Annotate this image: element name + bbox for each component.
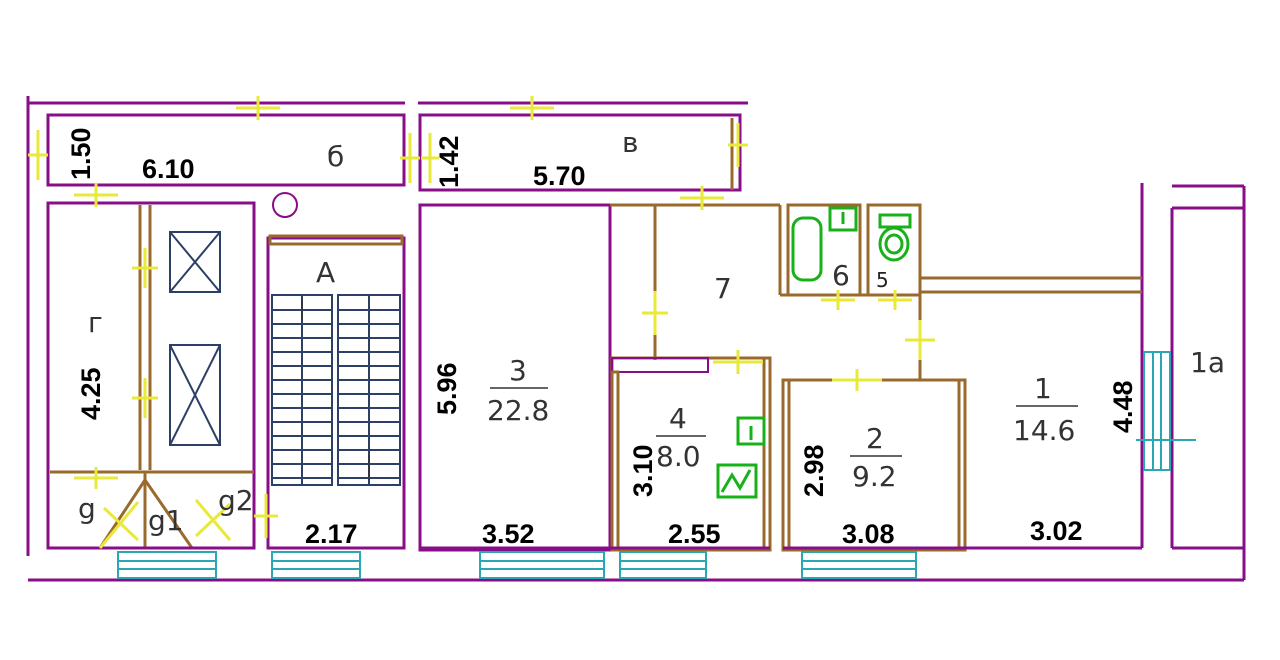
label-room-g: г <box>88 306 103 339</box>
dim-142: 1.42 <box>434 135 464 188</box>
label-room-1-area: 14.6 <box>1013 414 1075 447</box>
toilet-icon <box>878 226 910 262</box>
room-1 <box>965 206 1244 550</box>
dim-308: 3.08 <box>842 519 895 549</box>
shaft-circle <box>272 192 298 218</box>
label-room-4-area: 8.0 <box>656 440 701 473</box>
stair-a <box>266 234 406 550</box>
dim-302: 3.02 <box>1030 516 1083 546</box>
door-swing <box>194 502 232 538</box>
label-room-2-number: 2 <box>866 422 884 455</box>
outer-walls <box>26 96 1246 582</box>
room-v-outline <box>418 113 742 192</box>
label-room-2-area: 9.2 <box>852 460 897 493</box>
dim-596: 5.96 <box>432 362 462 415</box>
label-room-b: б <box>327 140 344 173</box>
lift-1 <box>169 231 221 293</box>
label-room-3-number: 3 <box>509 354 527 387</box>
label-room-7: 7 <box>714 272 732 305</box>
dim-352: 3.52 <box>482 519 535 549</box>
room-v <box>418 113 742 192</box>
label-room-a: А <box>316 256 335 289</box>
door-swing <box>102 506 140 542</box>
room-b <box>46 113 406 218</box>
dim-310: 3.10 <box>628 444 658 497</box>
window <box>619 551 707 579</box>
dim-217: 2.17 <box>305 519 358 549</box>
sink-icon <box>828 206 858 232</box>
label-room-6: 6 <box>832 259 850 292</box>
dim-610: 6.10 <box>142 154 195 184</box>
toilet-tank-icon <box>878 213 912 229</box>
room-3-outline <box>418 203 612 552</box>
hall-7 <box>610 203 1142 380</box>
label-room-g2: g2 <box>218 484 254 517</box>
dim-255: 2.55 <box>668 519 721 549</box>
doors <box>28 96 935 549</box>
dim-425: 4.25 <box>76 367 106 420</box>
label-room-g-small: g <box>78 492 96 525</box>
lift-2 <box>169 344 221 446</box>
stove-icon <box>716 463 758 499</box>
label-room-1-number: 1 <box>1034 372 1052 405</box>
bath-6 <box>786 203 922 297</box>
dim-448: 4.48 <box>1108 380 1138 433</box>
label-room-g1: g1 <box>148 504 184 537</box>
window <box>117 551 217 579</box>
label-room-3-area: 22.8 <box>487 394 549 427</box>
window <box>479 551 605 579</box>
bathtub-icon <box>791 216 823 282</box>
window <box>271 551 361 579</box>
label-room-1a: 1а <box>1190 346 1225 379</box>
window <box>801 551 917 579</box>
dim-298: 2.98 <box>799 444 829 497</box>
label-room-v: в <box>622 126 639 159</box>
window-1a <box>1143 351 1171 471</box>
label-room-5: 5 <box>876 268 889 292</box>
windows <box>117 351 1196 579</box>
room-b-outline <box>46 113 406 187</box>
sink-icon <box>736 416 766 446</box>
room-4 <box>610 356 772 552</box>
dim-150: 1.50 <box>66 127 96 180</box>
door-swing <box>98 501 140 549</box>
room-g <box>46 201 256 550</box>
label-room-4-number: 4 <box>669 402 687 435</box>
dim-570: 5.70 <box>533 161 586 191</box>
